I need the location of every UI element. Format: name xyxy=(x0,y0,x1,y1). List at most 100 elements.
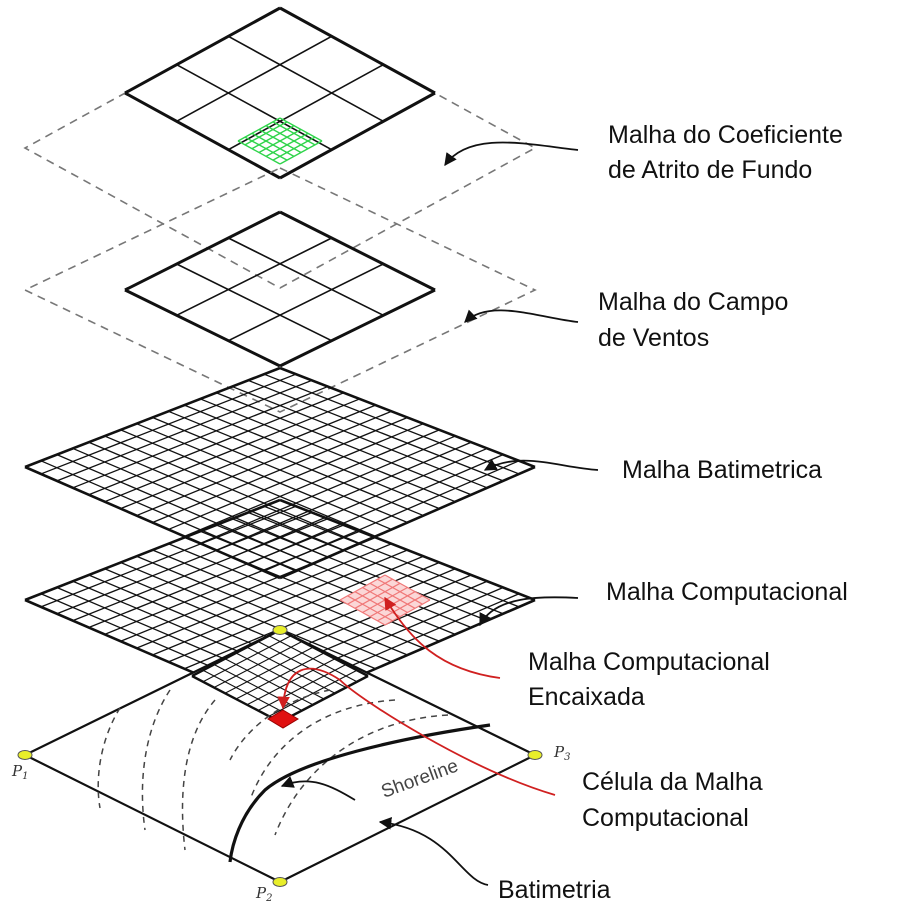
nested-label-line2: Encaixada xyxy=(528,683,645,711)
bathymetric-pointer xyxy=(483,458,599,471)
friction-grid-line-row-0 xyxy=(124,91,281,180)
bathy-grid-line-col-13 xyxy=(231,447,488,558)
sub-grid-line-col-5 xyxy=(246,658,336,706)
bathy-grid-line-row-11 xyxy=(200,398,456,503)
bathy-grid-line-row-12 xyxy=(216,392,472,496)
wind-coarse-grid xyxy=(124,210,436,368)
cell-label-line1: Célula da Malha xyxy=(582,768,763,796)
friction-grid-line-col-2 xyxy=(227,63,384,151)
nested-pointer xyxy=(384,596,501,679)
friction-grid-line-row-3 xyxy=(279,6,436,95)
vertex-p3-marker xyxy=(527,750,543,760)
sub-grid-line-col-6 xyxy=(257,664,347,711)
friction-fine-grid xyxy=(237,117,323,165)
bathymetry-pointer xyxy=(378,817,489,886)
nested-label-line1: Malha Computacional xyxy=(528,648,770,676)
sub-grid-line-row-7 xyxy=(268,635,358,683)
wind-pointer xyxy=(464,309,579,323)
nested-grid-line-col-6 xyxy=(384,599,431,626)
wind-dashed-frame xyxy=(23,167,537,413)
vertex-p1-marker xyxy=(17,750,33,760)
comp-grid-line-row-10 xyxy=(184,536,440,642)
comp-grid-line-row-11 xyxy=(200,530,456,635)
sub-grid-line-row-5 xyxy=(246,646,336,694)
friction-label-line2: de Atrito de Fundo xyxy=(608,156,812,184)
nested-grid-line-col-5 xyxy=(377,595,423,622)
vertex-p1-label: P1 xyxy=(11,762,28,782)
vertex-p3-label: P3 xyxy=(553,743,570,763)
bathymetric-grid xyxy=(24,366,536,580)
computational-cell xyxy=(267,709,299,729)
depth-contour-5 xyxy=(249,699,396,801)
friction-dashed-frame xyxy=(23,7,537,289)
comp-grid-line-col-10 xyxy=(184,561,440,670)
bathymetry-label: Batimetria xyxy=(498,876,611,904)
vertex-p2-label: P2 xyxy=(255,884,272,904)
wind-grid-line-col-1 xyxy=(176,237,333,317)
cell-pointer xyxy=(277,667,556,796)
bathy-grid-line-col-10 xyxy=(184,429,440,537)
bathy-grid-line-row-14 xyxy=(247,379,504,482)
friction-fine-line-row-6 xyxy=(279,117,323,142)
bathy-grid-line-col-12 xyxy=(215,441,472,551)
cell-label-line2: Computacional xyxy=(582,804,749,832)
computational-label: Malha Computacional xyxy=(606,578,848,606)
wind-grid-line-row-1 xyxy=(176,263,333,342)
comp-grid-line-row-13 xyxy=(231,518,488,622)
friction-coarse-grid xyxy=(124,6,436,180)
computational-grid xyxy=(24,498,536,712)
depth-contour-4 xyxy=(229,689,331,761)
comp-grid-line-col-8 xyxy=(152,549,408,656)
wind-grid-line-row-3 xyxy=(279,210,436,292)
wind-grid-line-row-2 xyxy=(227,237,384,317)
leader-lines xyxy=(277,141,599,886)
bathy-grid-line-row-9 xyxy=(168,410,424,517)
shoreline-pointer xyxy=(280,775,356,801)
bathy-grid-line-col-9 xyxy=(168,423,424,531)
comp-grid-line-row-9 xyxy=(168,543,424,649)
labels: Malha do Coeficiente de Atrito de Fundo … xyxy=(498,121,848,904)
wind-grid-line-col-0 xyxy=(124,210,281,292)
depth-contour-3 xyxy=(181,699,216,851)
vertex-p2-marker xyxy=(272,877,288,887)
bathy-grid-line-col-8 xyxy=(152,416,408,524)
wind-grid-line-col-2 xyxy=(227,263,384,342)
friction-grid-line-col-1 xyxy=(176,35,333,123)
wind-layer xyxy=(23,167,537,413)
bathy-grid-line-col-11 xyxy=(200,435,456,544)
comp-grid-line-row-15 xyxy=(263,505,520,608)
friction-fine-line-col-6 xyxy=(279,140,323,165)
nested-computational-grid xyxy=(339,574,431,626)
comp-grid-line-col-9 xyxy=(168,555,424,663)
friction-layer xyxy=(23,6,537,289)
bathy-grid-line-row-10 xyxy=(184,404,440,510)
nested-grid-line-row-6 xyxy=(384,574,431,601)
wind-grid-line-row-0 xyxy=(124,288,281,368)
computational-pointer xyxy=(479,596,579,627)
comp-grid-line-row-16 xyxy=(279,498,536,602)
bathy-grid-line-row-16 xyxy=(279,366,536,469)
depth-contours xyxy=(97,689,449,851)
friction-fine-line-col-5 xyxy=(272,136,316,161)
bathy-grid-line-row-15 xyxy=(263,373,520,475)
friction-pointer xyxy=(444,141,579,167)
comp-grid-line-row-12 xyxy=(216,524,472,629)
vertex-top-marker xyxy=(272,625,288,635)
sub-grid-line-row-8 xyxy=(279,628,369,678)
wind-label-line2: de Ventos xyxy=(598,324,709,352)
depth-contour-2 xyxy=(141,689,171,831)
sub-grid-line-col-4 xyxy=(235,652,325,700)
depth-contour-1 xyxy=(97,707,121,809)
friction-grid-line-row-1 xyxy=(176,63,333,151)
friction-grid-line-row-2 xyxy=(227,35,384,123)
friction-grid-line-col-0 xyxy=(124,6,281,95)
bathy-grid-line-row-13 xyxy=(231,385,488,489)
sub-grid-line-col-8 xyxy=(279,674,369,724)
friction-label-line1: Malha do Coeficiente xyxy=(608,121,843,149)
friction-grid-line-col-3 xyxy=(279,91,436,180)
bathymetry-layer: Shoreline P1 P2 P3 xyxy=(11,625,570,904)
comp-grid-line-row-14 xyxy=(247,511,504,615)
wind-grid-line-col-3 xyxy=(279,288,436,368)
